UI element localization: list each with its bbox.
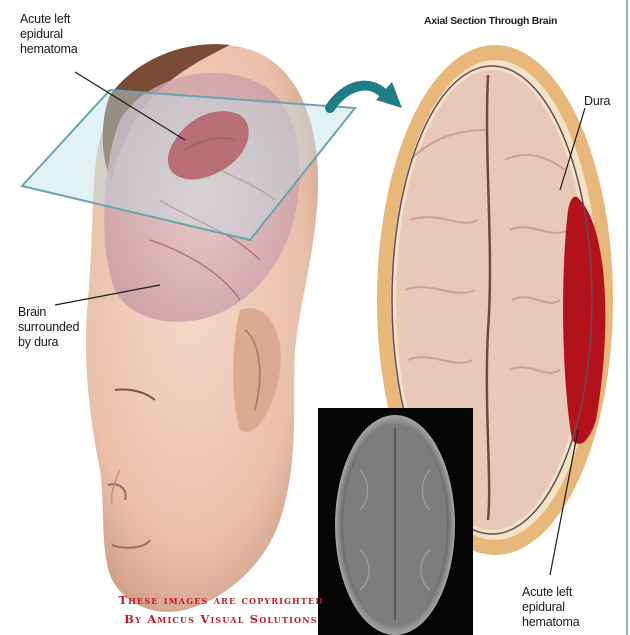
copyright-line-2: By Amicus Visual Solutions bbox=[96, 612, 346, 626]
dura-label: Dura bbox=[584, 94, 610, 109]
arrow-icon bbox=[330, 82, 402, 108]
hematoma-right-label: Acute left epidural hematoma bbox=[522, 585, 579, 630]
frame-border bbox=[626, 0, 628, 635]
hematoma-left-label: Acute left epidural hematoma bbox=[20, 12, 77, 57]
section-title: Axial Section Through Brain bbox=[424, 14, 557, 29]
brain-dura-label: Brain surrounded by dura bbox=[18, 305, 79, 350]
copyright-line-1: These images are copyrighted bbox=[96, 593, 346, 607]
